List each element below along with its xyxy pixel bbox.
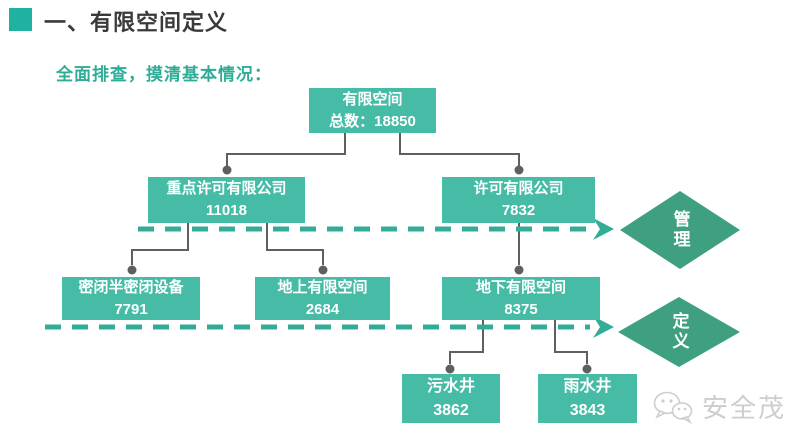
node-label: 雨水井 <box>563 378 612 396</box>
node-key-licensed-companies: 重点许可有限公司 11018 <box>148 177 305 223</box>
title-bullet-square <box>9 8 32 31</box>
subtitle-text: 全面排查，摸清基本情况： <box>56 65 272 84</box>
node-limited-space-total: 有限空间 总数：18850 <box>309 88 436 133</box>
node-value: 7832 <box>501 202 536 219</box>
node-licensed-companies: 许可有限公司 7832 <box>442 177 595 223</box>
diamond-shape <box>620 191 740 269</box>
node-underground-limited-space: 地下有限空间 8375 <box>442 277 600 320</box>
watermark-text: 安全茂 <box>702 393 787 423</box>
watermark: 安全茂 <box>652 388 786 425</box>
node-value: 11018 <box>206 202 247 219</box>
node-value: 3862 <box>433 401 469 419</box>
node-label: 有限空间 <box>342 90 403 108</box>
page-title: 一、有限空间定义 <box>44 10 229 35</box>
node-label: 密闭半密闭设备 <box>78 278 184 296</box>
node-sealed-semisealed-equipment: 密闭半密闭设备 7791 <box>62 277 200 320</box>
node-sewage-well: 污水井 3862 <box>402 374 500 423</box>
node-rain-well: 雨水井 3843 <box>538 374 637 423</box>
node-value: 总数：18850 <box>329 112 416 130</box>
node-label: 许可有限公司 <box>473 180 564 198</box>
node-value: 8375 <box>504 300 538 318</box>
node-aboveground-limited-space: 地上有限空间 2684 <box>255 277 390 320</box>
node-label: 重点许可有限公司 <box>166 180 287 198</box>
diamond-management: 管理 <box>620 191 740 269</box>
chat-bubbles-icon <box>653 391 693 424</box>
node-value: 3843 <box>569 401 606 419</box>
node-value: 7791 <box>114 300 148 318</box>
diamond-shape <box>618 297 740 367</box>
diamond-label: 定义 <box>669 312 689 352</box>
node-label: 地上有限空间 <box>277 278 368 296</box>
node-label: 地下有限空间 <box>475 278 566 296</box>
diamond-definition: 定义 <box>618 297 740 367</box>
node-label: 污水井 <box>426 378 475 396</box>
diamond-label: 管理 <box>670 210 690 250</box>
node-value: 2684 <box>305 300 340 318</box>
